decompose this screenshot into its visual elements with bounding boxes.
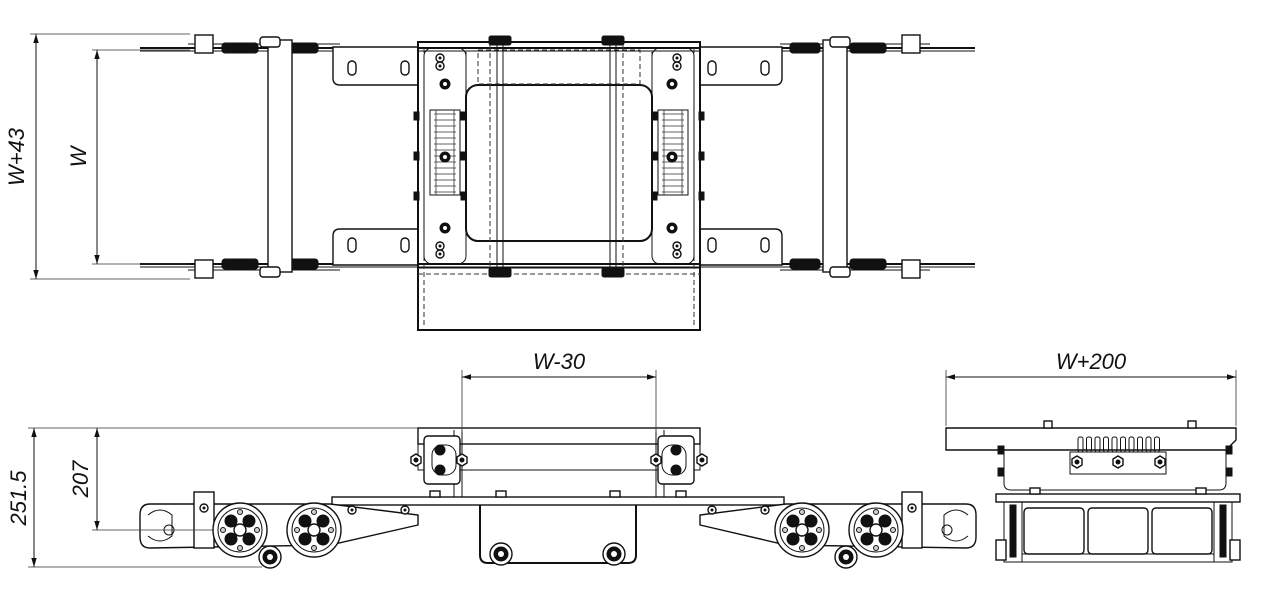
front-base-plate — [331, 496, 785, 506]
dimension-side-width: W+200 — [945, 349, 1237, 426]
front-arm-left — [139, 503, 419, 549]
dim-label-251-5: 251.5 — [6, 470, 31, 527]
side-base-plate — [995, 493, 1241, 503]
dimension-front-height: 207 — [68, 428, 214, 531]
chain-links-top — [221, 42, 887, 54]
dim-label-w-minus-30: W-30 — [533, 349, 586, 374]
top-inner-window — [465, 84, 653, 242]
top-main-frame — [417, 41, 701, 331]
front-arm-right — [699, 503, 977, 549]
ladder-rungs — [434, 113, 684, 193]
top-view: W+43 W — [4, 33, 975, 331]
side-box-2 — [1087, 507, 1149, 555]
end-block-top-right — [901, 34, 921, 54]
side-fins — [1077, 436, 1160, 453]
dim-label-w: W — [66, 144, 91, 167]
side-bar-left — [267, 39, 293, 273]
dim-label-207: 207 — [68, 460, 93, 498]
bracket-top-right — [699, 46, 783, 86]
side-bar-right — [822, 39, 848, 273]
side-box-1 — [1023, 507, 1085, 555]
end-block-top-left — [194, 34, 214, 54]
side-view: W+200 — [945, 349, 1241, 563]
chain-links-bottom — [221, 258, 887, 270]
front-clamp-left — [410, 435, 468, 485]
end-block-bottom-left — [194, 259, 214, 279]
dimension-top-inner: W — [66, 49, 190, 265]
end-block-bottom-right — [901, 259, 921, 279]
dim-label-w-plus-43: W+43 — [4, 127, 29, 186]
front-clamp-right — [650, 435, 708, 485]
side-box-3 — [1151, 507, 1213, 555]
side-upper-body — [1003, 449, 1227, 491]
dimension-top-outer: W+43 — [4, 33, 190, 280]
dimension-front-total-height: 251.5 — [6, 427, 418, 568]
front-view: W-30 251.5 207 — [6, 349, 977, 569]
bracket-top-left — [332, 46, 419, 86]
dim-label-w-plus-200: W+200 — [1056, 349, 1127, 374]
dimension-front-inner: W-30 — [461, 349, 657, 432]
bracket-bottom-right — [699, 228, 783, 266]
front-lower-housing — [479, 505, 637, 564]
